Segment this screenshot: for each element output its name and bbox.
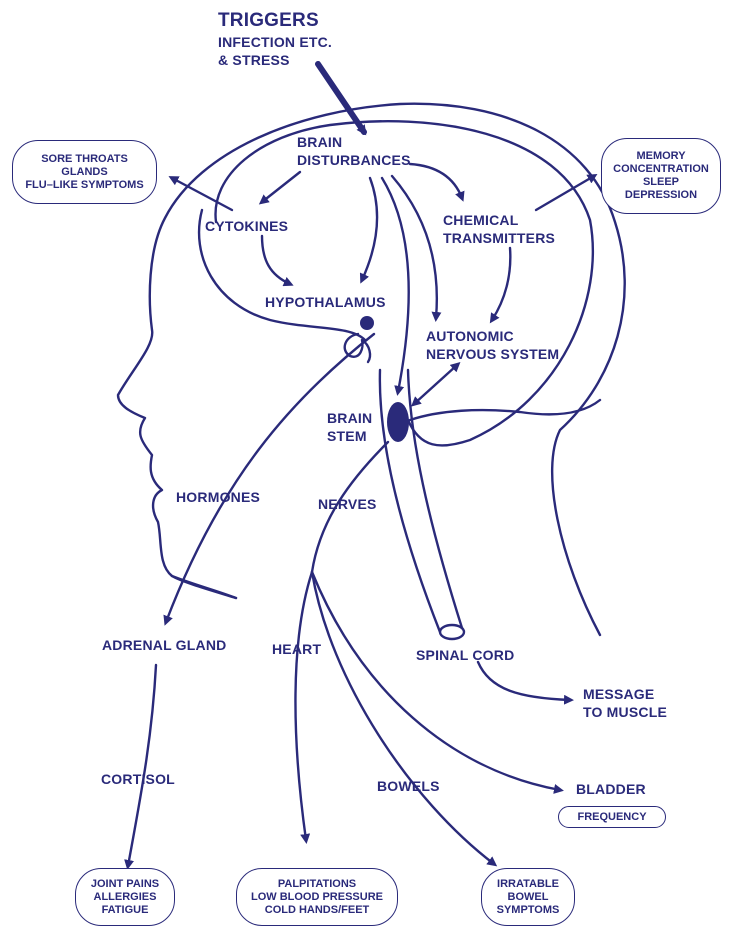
head-outline: [116, 102, 626, 637]
sore-throats-line: GLANDS: [61, 165, 108, 178]
autonomic-label-2: NERVOUS SYSTEM: [426, 346, 560, 362]
spinal-cord-end: [438, 623, 466, 641]
frequency-line: FREQUENCY: [577, 810, 647, 823]
arrow-to-cytokines: [258, 170, 302, 205]
arrow-to-brain-stem: [380, 176, 410, 396]
bladder-label: BLADDER: [576, 781, 646, 797]
memory-line: MEMORY: [636, 150, 686, 162]
memory-line: CONCENTRATION: [613, 163, 709, 175]
irratable-line: IRRATABLE: [497, 877, 559, 890]
palpitations-line: COLD HANDS/FEET: [264, 903, 370, 916]
triggers-line-1: INFECTION ETC.: [218, 34, 333, 50]
irratable-box: IRRATABLE BOWEL SYMPTOMS: [481, 868, 575, 926]
arrow-chemical-autonomic: [489, 246, 512, 324]
pituitary-loop: [343, 332, 372, 364]
adrenal-gland-label: ADRENAL GLAND: [102, 637, 227, 653]
arrow-to-hypothalamus: [359, 176, 379, 284]
brain-disturbances-label-1: BRAIN: [297, 134, 343, 150]
cytokines-label: CYTOKINES: [205, 218, 289, 234]
cerebellum-line: [408, 398, 602, 422]
sore-throats-line: SORE THROATS: [41, 152, 128, 165]
spinal-cord-left: [378, 368, 442, 634]
arrow-to-bladder: [310, 570, 564, 794]
arrow-to-chemical: [408, 162, 465, 202]
heart-label: HEART: [272, 641, 322, 657]
irratable-line: SYMPTOMS: [496, 903, 560, 916]
cerebrum-lobe: [197, 208, 367, 342]
chemical-transmitters-label-1: CHEMICAL: [443, 212, 519, 228]
memory-box: MEMORY CONCENTRATION SLEEP DEPRESSION: [601, 138, 721, 214]
arrow-to-sore-throats: [168, 176, 234, 212]
irratable-line: BOWEL: [507, 890, 549, 903]
brain-stem-label-2: STEM: [327, 428, 367, 444]
arrow-autonomic-brain-stem: [411, 361, 461, 407]
arrow-to-memory: [534, 173, 598, 212]
hormones-label: HORMONES: [176, 489, 261, 505]
nerves-trunk: [310, 440, 390, 574]
spinal-cord-label: SPINAL CORD: [416, 647, 515, 663]
arrow-to-palpitations: [294, 570, 314, 844]
nerves-label: NERVES: [318, 496, 377, 512]
jaw-line: [170, 574, 238, 600]
arrow-to-joint-pains: [124, 663, 158, 870]
brain-stem-label-1: BRAIN: [327, 410, 373, 426]
brain-stem-shape: [387, 402, 409, 442]
frequency-box: FREQUENCY: [558, 806, 666, 828]
memory-line: SLEEP: [642, 176, 680, 188]
memory-line: DEPRESSION: [624, 189, 698, 201]
arrow-cytokines-hypothalamus: [260, 234, 294, 287]
sore-throats-box: SORE THROATS GLANDS FLU–LIKE SYMPTOMS: [12, 140, 157, 204]
sore-throats-line: FLU–LIKE SYMPTOMS: [25, 178, 144, 191]
bowels-label: BOWELS: [377, 778, 440, 794]
arrow-hormones-adrenal: [163, 332, 376, 626]
joint-pains-line: ALLERGIES: [93, 890, 157, 903]
brain-disturbances-label-2: DISTURBANCES: [297, 152, 411, 168]
triggers-arrow: [315, 61, 367, 136]
joint-pains-line: FATIGUE: [101, 903, 149, 916]
palpitations-box: PALPITATIONS LOW BLOOD PRESSURE COLD HAN…: [236, 868, 398, 926]
arrow-to-muscle: [476, 660, 574, 705]
brain-outline: [214, 120, 594, 447]
message-label-1: MESSAGE: [583, 686, 655, 702]
message-label-2: TO MUSCLE: [583, 704, 667, 720]
joint-pains-line: JOINT PAINS: [90, 877, 160, 890]
hypothalamus-label: HYPOTHALAMUS: [265, 294, 386, 310]
triggers-title: TRIGGERS: [218, 10, 319, 31]
chemical-transmitters-label-2: TRANSMITTERS: [443, 230, 556, 246]
arrow-to-autonomic: [390, 174, 442, 322]
arrow-to-irratable: [310, 570, 498, 867]
cortisol-label: CORTISOL: [101, 771, 175, 787]
autonomic-label-1: AUTONOMIC: [426, 328, 514, 344]
triggers-line-2: & STRESS: [218, 52, 290, 68]
spinal-cord-right: [406, 368, 464, 630]
joint-pains-box: JOINT PAINS ALLERGIES FATIGUE: [75, 868, 175, 926]
palpitations-line: LOW BLOOD PRESSURE: [250, 890, 383, 903]
hypothalamus-dot: [360, 316, 374, 330]
palpitations-line: PALPITATIONS: [277, 877, 357, 890]
